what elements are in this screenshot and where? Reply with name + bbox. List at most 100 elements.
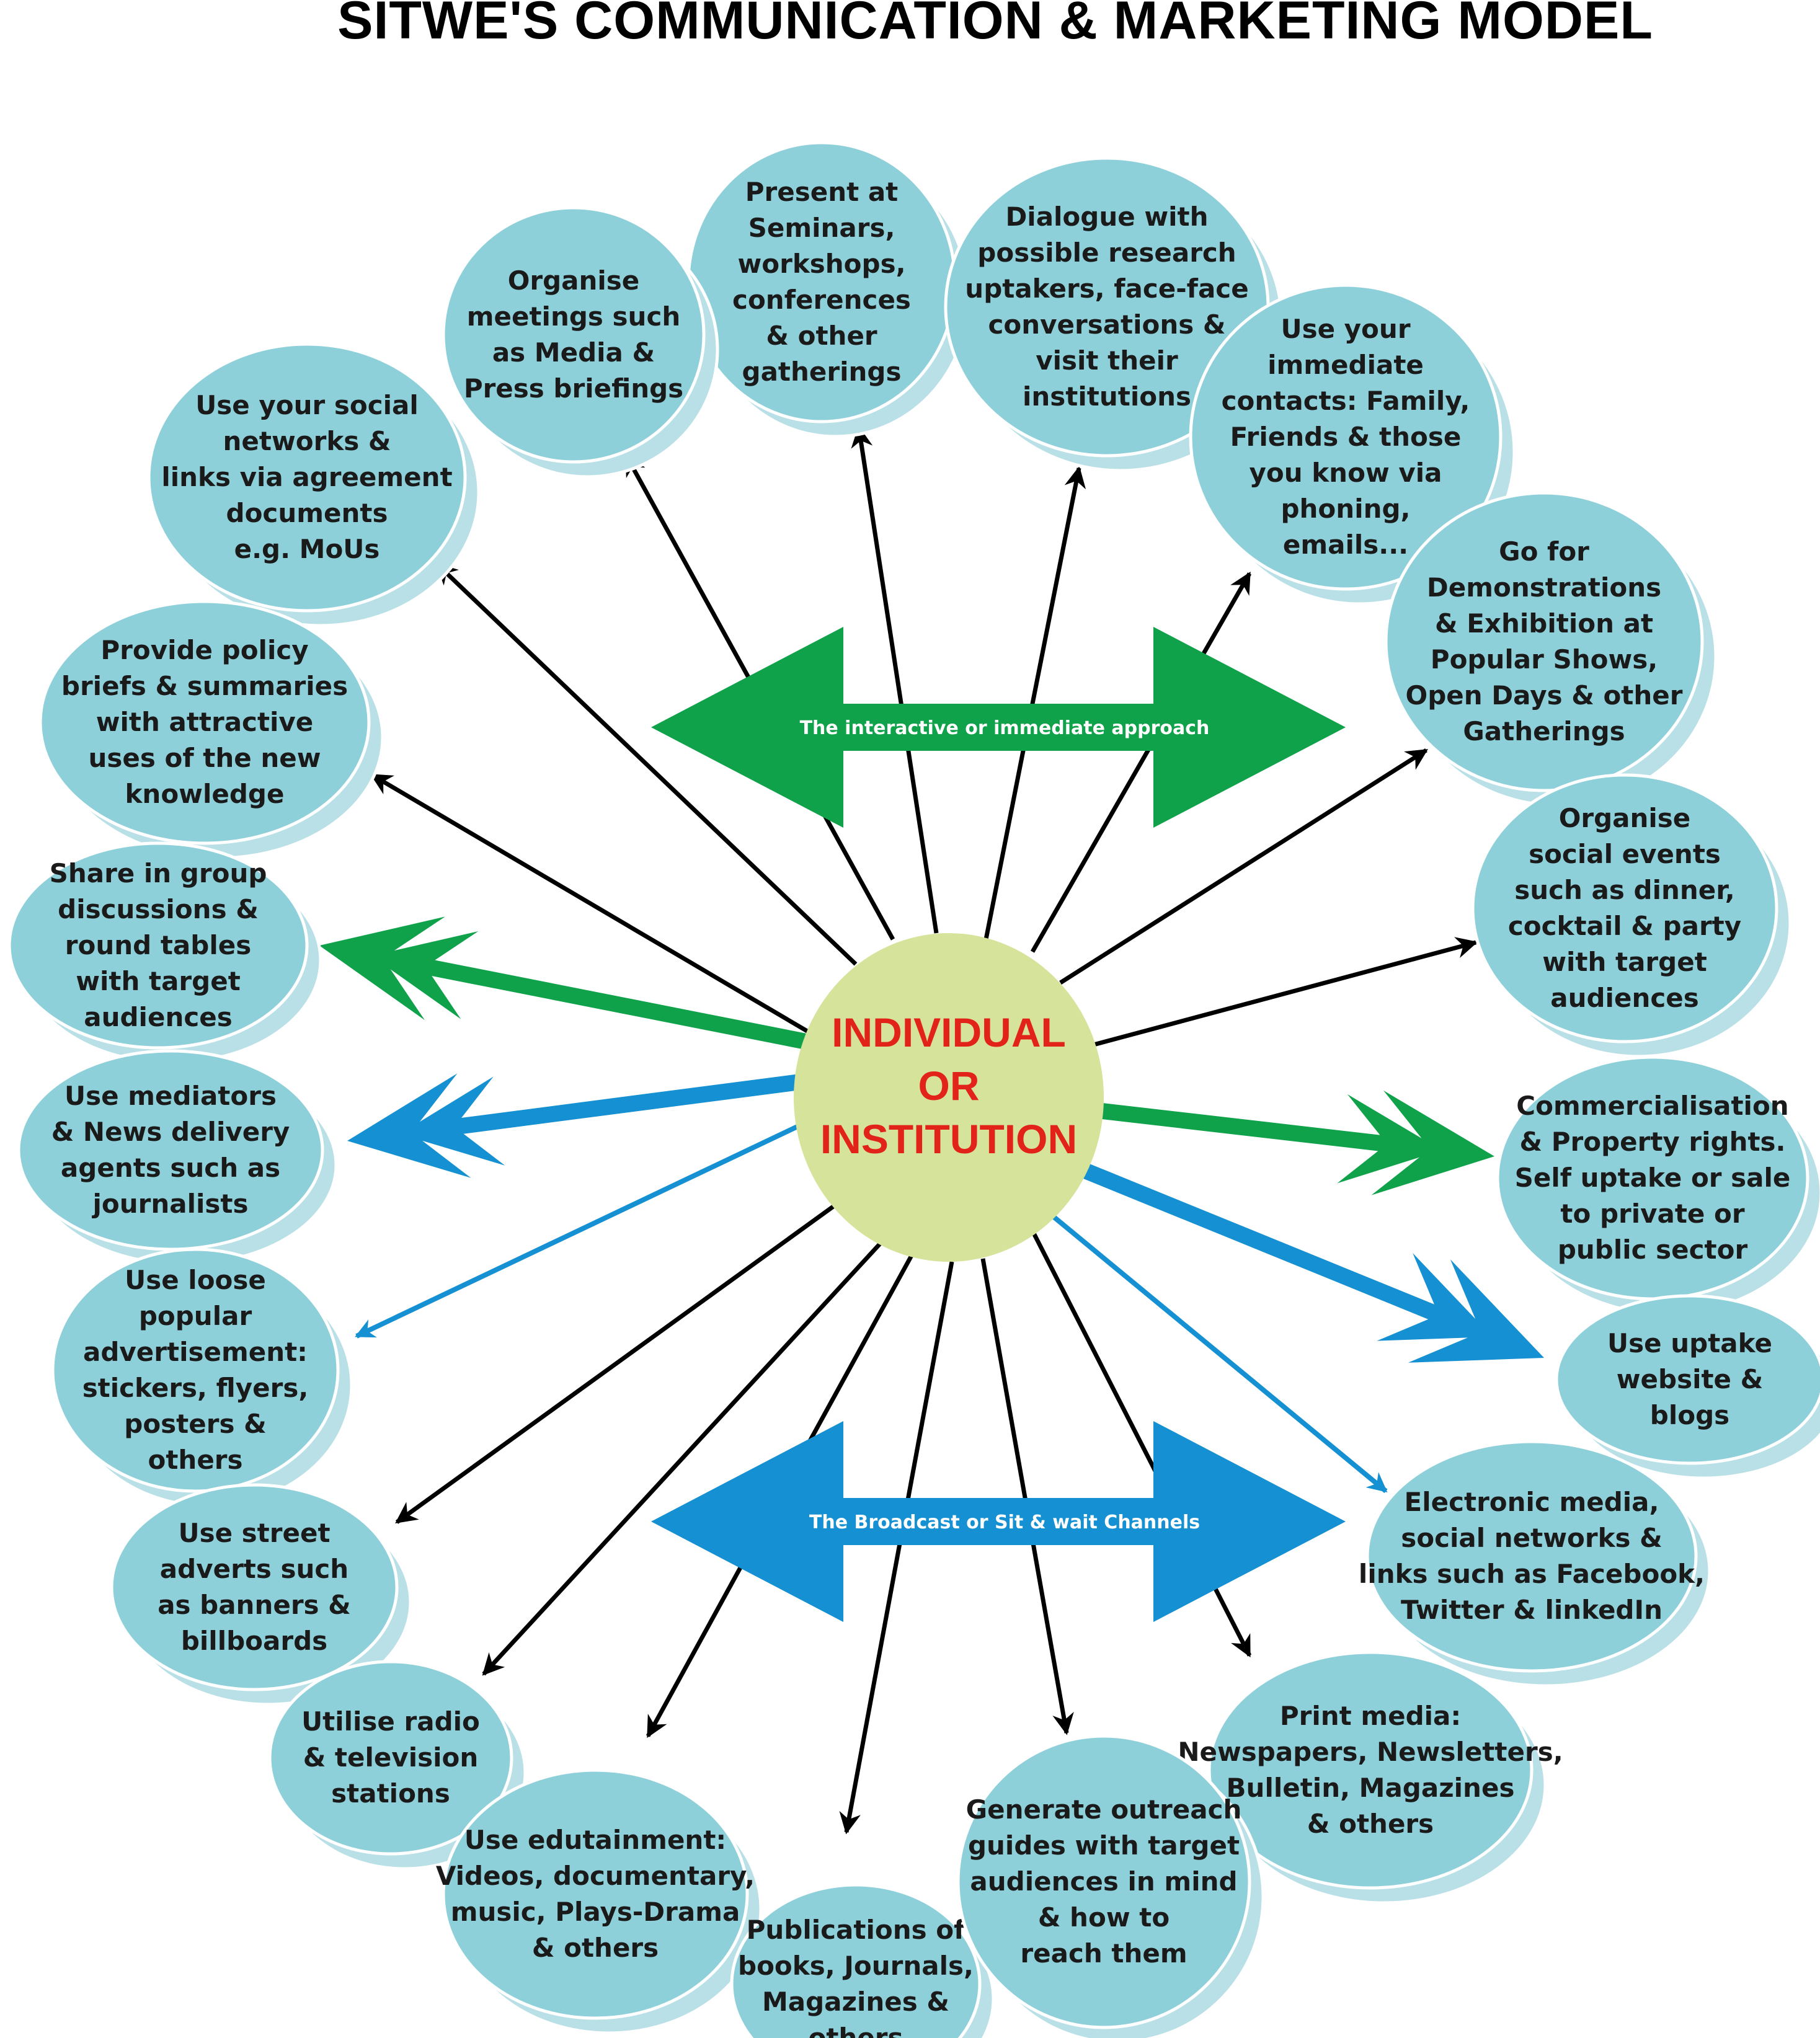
arrow-to-commercialisation <box>1090 1090 1494 1195</box>
bubble-uptake-website: Use uptake website & blogs <box>1555 1294 1820 1480</box>
arrow-to-demonstrations <box>1059 748 1428 985</box>
broadcast-channels-label: The Broadcast or Sit & wait Channels <box>809 1512 1200 1533</box>
bubble-text-line: blogs <box>1650 1400 1729 1430</box>
bubble-text-line: phoning, <box>1281 494 1410 524</box>
bubble-text-line: Generate outreach <box>966 1794 1242 1825</box>
bubble-text-line: briefs & summaries <box>61 671 348 701</box>
center-label-line: INDIVIDUAL <box>832 1009 1066 1055</box>
bubble-text-line: Use street <box>178 1518 330 1548</box>
bubble-text-line: Share in group <box>50 858 267 888</box>
bubble-present-seminars: Present atSeminars,workshops,conferences… <box>686 141 970 438</box>
bubble-text-line: social events <box>1529 839 1721 869</box>
bubble-text-line: Use edutainment: <box>464 1825 726 1855</box>
bubble-electronic-media: Electronic media,social networks &links … <box>1359 1440 1711 1688</box>
bubble-text-line: adverts such <box>160 1554 348 1584</box>
bubble-text-line: Print media: <box>1280 1701 1461 1731</box>
bubble-text-line: website & <box>1617 1364 1764 1394</box>
bubble-text-line: Provide policy <box>100 635 308 665</box>
bubble-text-line: Popular Shows, <box>1431 644 1658 675</box>
arrow-to-present-seminars <box>851 425 939 934</box>
bubble-text-line: uptakers, face-face <box>965 273 1248 304</box>
bubble-text-line: with attractive <box>96 707 314 737</box>
bubble-edutainment: Use edutainment:Videos, documentary,musi… <box>436 1768 763 2035</box>
bubble-text-line: & other <box>766 321 877 351</box>
center-ellipse <box>794 933 1104 1262</box>
arrow-to-policy-briefs <box>370 773 810 1035</box>
center-node: INDIVIDUAL OR INSTITUTION <box>794 933 1104 1262</box>
channel-bubbles: Present atSeminars,workshops,conferences… <box>7 141 1820 2038</box>
arrow-to-electronic-media <box>1046 1210 1388 1494</box>
bubble-text-line: conferences <box>732 285 911 315</box>
bubble-text-line: Magazines & <box>762 1987 949 2017</box>
bubble-text-line: Newspapers, Newsletters, <box>1178 1737 1563 1767</box>
bubble-text-line: gatherings <box>742 357 902 387</box>
arrow-to-loose-advertisement <box>355 1123 801 1339</box>
arrow-to-mediators <box>347 1073 801 1178</box>
arrow-to-print-media <box>1030 1229 1252 1658</box>
bubble-text-line: Bulletin, Magazines <box>1227 1773 1515 1803</box>
center-label-line: OR <box>918 1063 980 1109</box>
connector-arrows <box>319 425 1544 1835</box>
bubble-text-line: Electronic media, <box>1405 1487 1659 1517</box>
bubble-text-line: Use uptake <box>1607 1328 1772 1358</box>
bubble-text-line: Seminars, <box>748 213 895 243</box>
bubble-text-line: & television <box>303 1742 479 1773</box>
bubble-text-line: Organise <box>1559 803 1691 833</box>
bubble-text-line: audiences <box>1550 983 1698 1013</box>
bubble-text-line: you know via <box>1250 458 1442 488</box>
bubble-text-line: advertisement: <box>83 1337 308 1367</box>
bubble-text-line: audiences in mind <box>970 1866 1237 1897</box>
bubble-text-line: & how to <box>1038 1902 1170 1933</box>
arrow-to-social-networks-mous <box>435 562 858 966</box>
center-label-line: INSTITUTION <box>820 1116 1077 1162</box>
bubble-text-line: immediate <box>1267 350 1424 380</box>
bubble-text-line: & others <box>532 1933 659 1963</box>
bubble-text-line: as Media & <box>492 337 655 368</box>
bubble-text-line: Demonstrations <box>1427 572 1661 603</box>
arrow-to-social-events <box>1081 937 1478 1050</box>
bubble-text-line: & News delivery <box>51 1117 290 1147</box>
bubble-text-line: Open Days & other <box>1406 680 1683 711</box>
bubble-text-line: emails... <box>1283 529 1408 560</box>
bubble-text-line: & others <box>1307 1809 1434 1839</box>
bubble-text-line: popular <box>139 1301 252 1331</box>
bubble-text-line: with target <box>1542 947 1707 977</box>
approach-bands: The interactive or immediate approachThe… <box>651 627 1346 1622</box>
bubble-text-line: to private or <box>1560 1198 1744 1229</box>
bubble-text-line: social networks & <box>1401 1523 1662 1553</box>
bubble-text-line: Utilise radio <box>301 1706 480 1737</box>
arrow-to-group-discussions <box>319 916 808 1050</box>
bubble-text-line: Use your <box>1281 314 1410 344</box>
arrow-to-outreach-guides <box>980 1258 1074 1735</box>
bubble-text-line: Twitter & linkedIn <box>1401 1595 1662 1625</box>
bubble-text-line: & Exhibition at <box>1435 608 1653 639</box>
bubble-text-line: contacts: Family, <box>1222 386 1470 416</box>
bubble-text-line: Use your social <box>195 390 419 420</box>
bubble-text-line: uses of the new <box>88 743 321 773</box>
bubble-text-line: Press briefings <box>464 373 683 404</box>
bubble-print-media: Print media: Newspapers, Newsletters, Bull… <box>1178 1650 1563 1905</box>
arrow-to-street-adverts <box>395 1204 836 1524</box>
bubble-text-line: cocktail & party <box>1508 911 1741 941</box>
interactive-approach-label: The interactive or immediate approach <box>800 717 1210 739</box>
bubble-text-line: audiences <box>84 1002 232 1032</box>
bubble-text-line: billboards <box>181 1626 327 1656</box>
bubble-text-line: Go for <box>1499 536 1589 567</box>
bubble-text-line: Commercialisation <box>1516 1091 1788 1121</box>
bubble-text-line: Present at <box>745 177 898 207</box>
bubble-text-line: others <box>808 2022 903 2038</box>
arrow-to-publications <box>839 1261 954 1835</box>
bubble-text-line: reach them <box>1020 1938 1187 1969</box>
bubble-text-line: e.g. MoUs <box>234 534 380 564</box>
bubble-text-line: journalists <box>92 1189 249 1219</box>
bubble-text-line: Self uptake or sale <box>1515 1163 1791 1193</box>
interactive-approach-band: The interactive or immediate approach <box>651 627 1346 828</box>
broadcast-channels-band: The Broadcast or Sit & wait Channels <box>651 1421 1346 1622</box>
